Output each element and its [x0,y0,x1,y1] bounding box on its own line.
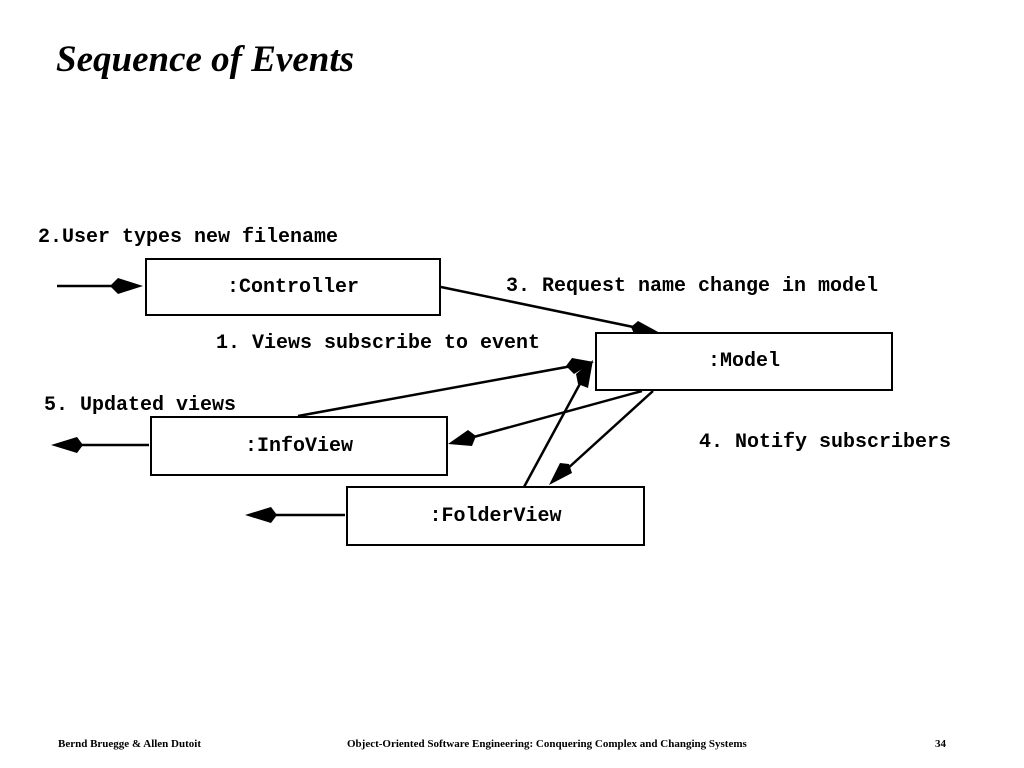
arrowhead-notify-infoview [448,430,476,446]
footer-page-number: 34 [935,738,946,750]
arrowhead-notify-folderview [549,463,572,485]
footer-book-title: Object-Oriented Software Engineering: Co… [347,738,747,750]
message-request-change: 3. Request name change in model [506,275,879,298]
arrow-folderview-subscribe [522,379,584,488]
folderview-box: :FolderView [346,486,645,546]
arrowhead-infoview-subscribe [566,358,594,374]
arrowhead-folderview-output [245,507,277,523]
folderview-label: :FolderView [429,504,562,528]
slide-title: Sequence of Events [56,39,355,80]
controller-label: :Controller [226,275,360,299]
message-user-types: 2.User types new filename [38,226,339,249]
model-box: :Model [595,332,893,391]
arrowhead-folderview-subscribe [576,360,593,388]
arrow-notify-folderview [565,390,654,471]
footer-authors: Bernd Bruegge & Allen Dutoit [58,738,201,750]
message-updated-views: 5. Updated views [44,394,237,417]
arrow-infoview-subscribe [297,364,573,418]
message-subscribe: 1. Views subscribe to event [216,332,541,355]
message-notify: 4. Notify subscribers [699,431,952,454]
arrow-notify-infoview [469,389,643,440]
arrow-request-change [440,285,639,330]
controller-box: :Controller [145,258,441,316]
infoview-label: :InfoView [244,434,354,458]
arrowhead-user-input [110,278,143,294]
infoview-box: :InfoView [150,416,448,476]
arrowhead-infoview-output [51,437,83,453]
model-label: :Model [707,350,780,373]
